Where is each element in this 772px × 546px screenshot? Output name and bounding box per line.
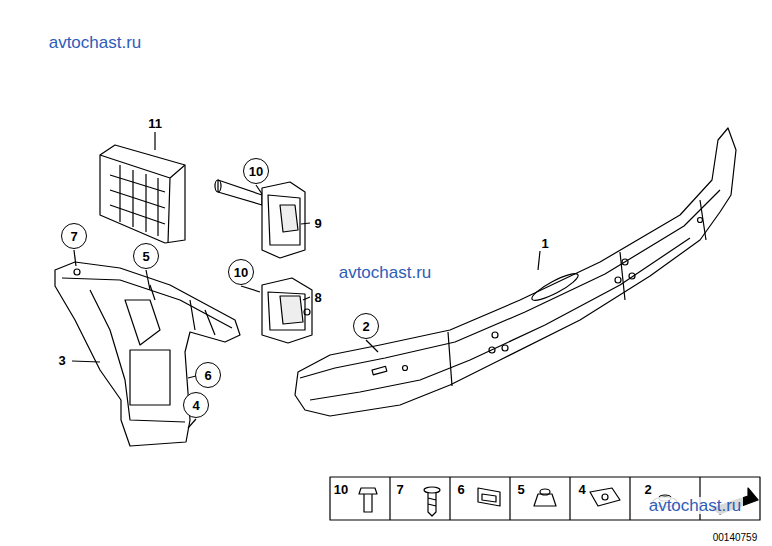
callout-number: 1 — [541, 237, 548, 250]
callout-number: 4 — [192, 398, 199, 413]
callout-circle: 7 — [61, 223, 87, 249]
callout-circle: 5 — [133, 243, 159, 269]
callout-circle: 2 — [353, 313, 379, 339]
callout-number: 7 — [396, 483, 403, 496]
callout-number: 11 — [148, 117, 162, 130]
callout-circle: 10 — [243, 158, 269, 184]
callout-number: 8 — [314, 291, 321, 304]
callout-number: 7 — [70, 229, 77, 244]
diagram-number: 00140759 — [713, 533, 758, 543]
callout-circle: 6 — [195, 362, 221, 388]
callout-number: 2 — [644, 483, 651, 496]
callout-number: 2 — [362, 319, 369, 334]
callout-number: 6 — [457, 483, 464, 496]
callout-number: 10 — [249, 164, 263, 179]
watermark: avtochast.ru — [49, 34, 142, 51]
callout-number: 5 — [517, 483, 524, 496]
watermark: avtochast.ru — [339, 264, 432, 281]
callout-number: 5 — [142, 249, 149, 264]
callout-circle: 10 — [228, 259, 254, 285]
callout-number: 3 — [58, 354, 65, 367]
callout-number: 10 — [234, 265, 248, 280]
callout-number: 9 — [314, 217, 321, 230]
callout-number: 10 — [334, 483, 348, 496]
watermark: avtochast.ru — [647, 497, 744, 514]
callout-number: 4 — [578, 483, 585, 496]
callout-number: 6 — [204, 368, 211, 383]
callout-circle: 4 — [183, 392, 209, 418]
